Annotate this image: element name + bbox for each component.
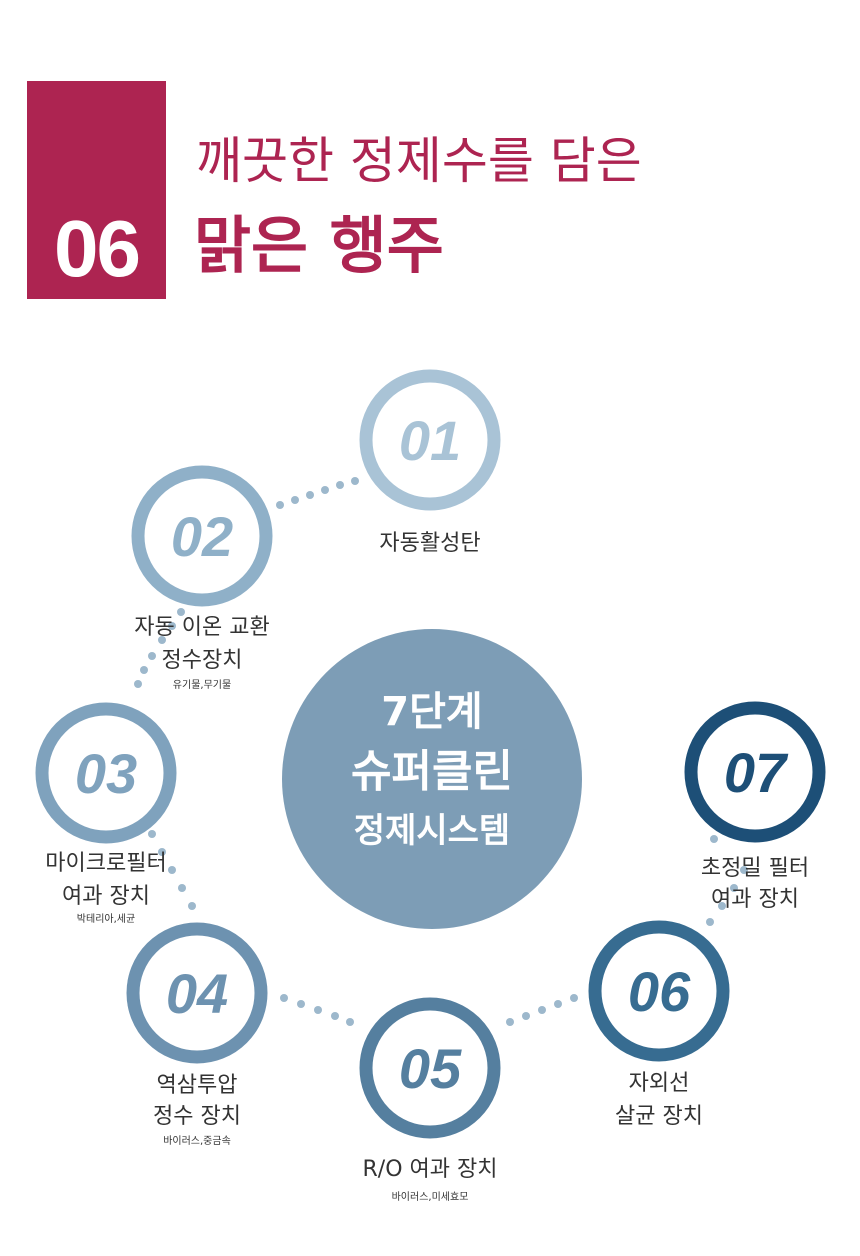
center-line3: 정제시스템 — [354, 811, 510, 851]
connector-dot — [331, 1012, 339, 1020]
center-line1: 7단계 — [381, 689, 482, 735]
step-ring — [359, 369, 501, 511]
step-label: 역삼투압 — [157, 1073, 238, 1098]
connector-dot — [291, 496, 299, 504]
connector-dot — [740, 866, 748, 874]
connector-dot — [706, 918, 714, 926]
step-note: 바이러스,중금속 — [163, 1135, 231, 1147]
connector-dot — [148, 830, 156, 838]
connector-dot — [314, 1006, 322, 1014]
title-line1: 깨끗한 정제수를 담은 — [196, 132, 642, 190]
step-note: 바이러스,미세효모 — [392, 1191, 469, 1203]
step-number: 01 — [399, 409, 461, 472]
connector-dot — [306, 491, 314, 499]
step-number: 06 — [628, 960, 691, 1023]
connector-dot — [158, 848, 166, 856]
connector-dot — [346, 1018, 354, 1026]
step-label-sub: 정수 장치 — [153, 1104, 241, 1129]
connector-dot — [554, 1000, 562, 1008]
connector-dot — [140, 666, 148, 674]
center-circle — [282, 629, 582, 929]
step-ring — [588, 920, 730, 1062]
connector-dot — [168, 622, 176, 630]
title-line2: 맑은 행주 — [194, 209, 444, 282]
step-number: 03 — [75, 742, 137, 805]
step-label: 자동활성탄 — [379, 531, 480, 556]
connector-dot — [178, 884, 186, 892]
connector-dot — [570, 994, 578, 1002]
connector-dot — [280, 994, 288, 1002]
step-number: 05 — [399, 1037, 462, 1100]
step-label-sub: 여과 장치 — [711, 887, 799, 912]
connector-dot — [710, 835, 718, 843]
step-label-sub: 정수장치 — [162, 648, 243, 673]
step-label-sub: 살균 장치 — [615, 1104, 703, 1129]
connector-dot — [321, 486, 329, 494]
connector-dot — [538, 1006, 546, 1014]
connector-dot — [718, 902, 726, 910]
badge-number: 06 — [54, 204, 141, 293]
step-label: R/O 여과 장치 — [363, 1157, 498, 1182]
connector-dot — [188, 902, 196, 910]
connector-dot — [158, 636, 166, 644]
connector-dot — [168, 866, 176, 874]
step-number: 02 — [171, 505, 233, 568]
step-ring — [359, 997, 501, 1139]
connector-dot — [148, 652, 156, 660]
step-ring — [131, 465, 273, 607]
purification-diagram: 7단계 슈퍼클린 정제시스템 01 자동활성탄 02 자동 이온 교환정수장치유기물,… — [35, 369, 826, 1203]
step-number: 04 — [166, 962, 228, 1025]
connector-dots — [134, 477, 748, 1026]
step-number: 07 — [724, 741, 789, 804]
connector-dot — [336, 481, 344, 489]
step-ring — [684, 701, 826, 843]
step-label: 마이크로필터 — [45, 851, 166, 876]
step-ring — [126, 922, 268, 1064]
step-ring — [35, 702, 177, 844]
connector-dot — [730, 884, 738, 892]
connector-dot — [177, 608, 185, 616]
connector-dot — [276, 501, 284, 509]
connector-dot — [351, 477, 359, 485]
step-label-sub: 여과 장치 — [62, 884, 150, 909]
step-note: 유기물,무기물 — [173, 679, 231, 691]
step-label: 자동 이온 교환 — [134, 615, 269, 640]
connector-dot — [506, 1018, 514, 1026]
step-label: 자외선 — [629, 1071, 690, 1096]
center-line2: 슈퍼클린 — [351, 746, 513, 797]
connector-dot — [134, 680, 142, 688]
step-note: 박테리아,세균 — [77, 913, 135, 925]
header-badge: 06 — [27, 81, 166, 299]
step-label: 초정밀 필터 — [701, 856, 809, 881]
connector-dot — [522, 1012, 530, 1020]
step-01: 01 자동활성탄 — [359, 369, 501, 556]
connector-dot — [297, 1000, 305, 1008]
